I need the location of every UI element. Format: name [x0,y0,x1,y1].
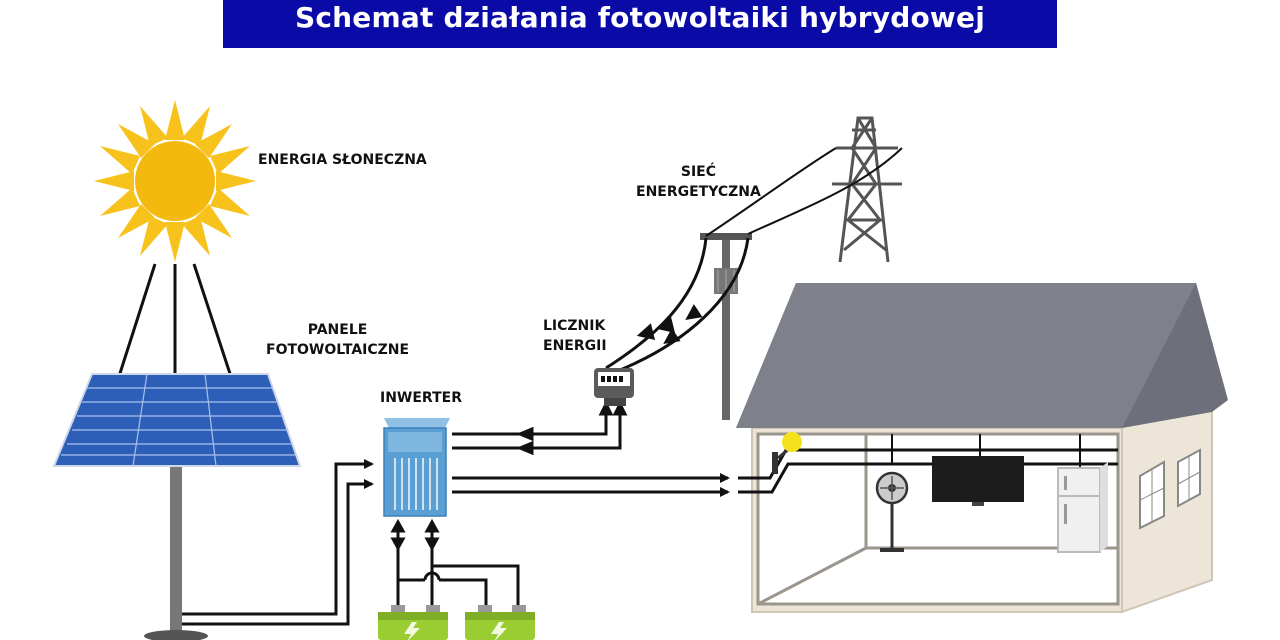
lamp-icon [772,432,802,474]
label-pv-panels: PANELE FOTOWOLTAICZNE [266,322,410,358]
power-pole-icon [700,233,752,420]
house-icon [736,283,1228,614]
solar-panel-icon [52,373,302,640]
tv-icon [932,456,1024,506]
label-energy-meter: LICZNIK ENERGII [543,318,607,354]
label-solar-energy: ENERGIA SŁONECZNA [258,152,427,168]
inverter-icon [383,418,450,517]
label-inverter: INWERTER [380,390,462,406]
fridge-icon [1057,462,1108,553]
battery-icon [378,605,448,640]
energy-meter-icon [594,368,634,406]
title-banner: Schemat działania fotowoltaiki hybrydowe… [223,0,1057,48]
battery-icon [465,605,535,640]
page-title: Schemat działania fotowoltaiki hybrydowe… [295,0,985,34]
sun-icon [94,100,256,262]
label-power-grid: SIEĆ ENERGETYCZNA [636,164,761,200]
fan-icon [875,471,909,552]
sun-ray-arrows [111,263,239,394]
